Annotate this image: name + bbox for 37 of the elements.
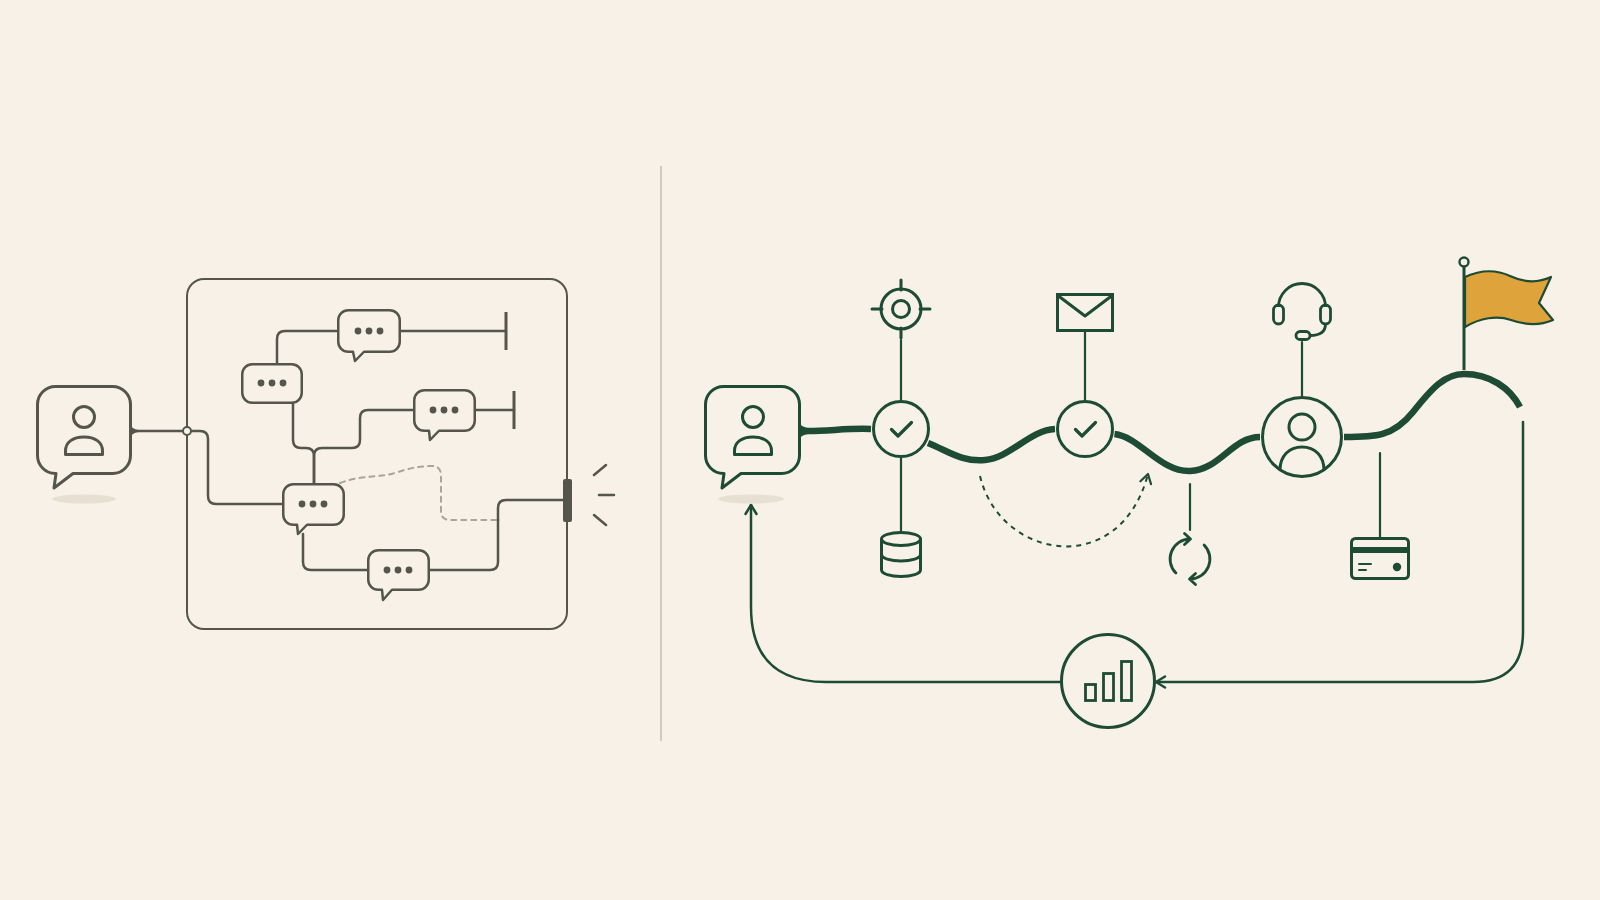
chat-bubble: [281, 482, 345, 534]
step-circle: [872, 400, 930, 458]
journey-line: [1463, 370, 1523, 409]
end-bar-line: [399, 310, 508, 352]
exit-bar: [563, 479, 572, 522]
container-frame: [186, 278, 568, 630]
connector-line: [428, 518, 500, 572]
connector-line: [1378, 451, 1382, 539]
connector-line: [1083, 330, 1087, 402]
credit-card-icon: [1350, 537, 1410, 580]
journey-line: [926, 425, 1056, 464]
connector-line: [136, 429, 184, 433]
step-circle: [1056, 400, 1114, 458]
connector-line: [899, 456, 903, 533]
connector-line: [899, 338, 903, 402]
chat-bubble: [336, 308, 401, 362]
journey-line: [807, 425, 872, 435]
envelope-icon: [1056, 293, 1114, 332]
arrow: [1154, 420, 1525, 689]
connector-line: [1188, 482, 1192, 532]
chat-bubble: [366, 548, 430, 600]
target-icon: [870, 278, 932, 340]
arrow: [744, 503, 1062, 684]
end-bar-line: [474, 389, 516, 431]
chat-bubble: [240, 362, 303, 404]
chat-bubble: [412, 388, 476, 440]
headset-icon: [1270, 280, 1334, 342]
chat-bubble: [704, 385, 808, 505]
connector-line: [1300, 340, 1304, 398]
junction-ring: [182, 426, 192, 436]
connector-line: [496, 498, 565, 522]
journey-line: [1344, 370, 1465, 441]
dashed-line: [339, 465, 497, 521]
database-icon: [879, 531, 923, 578]
flag-icon: [1455, 256, 1555, 370]
journey-line: [1113, 430, 1261, 475]
chat-bubble: [36, 385, 138, 505]
